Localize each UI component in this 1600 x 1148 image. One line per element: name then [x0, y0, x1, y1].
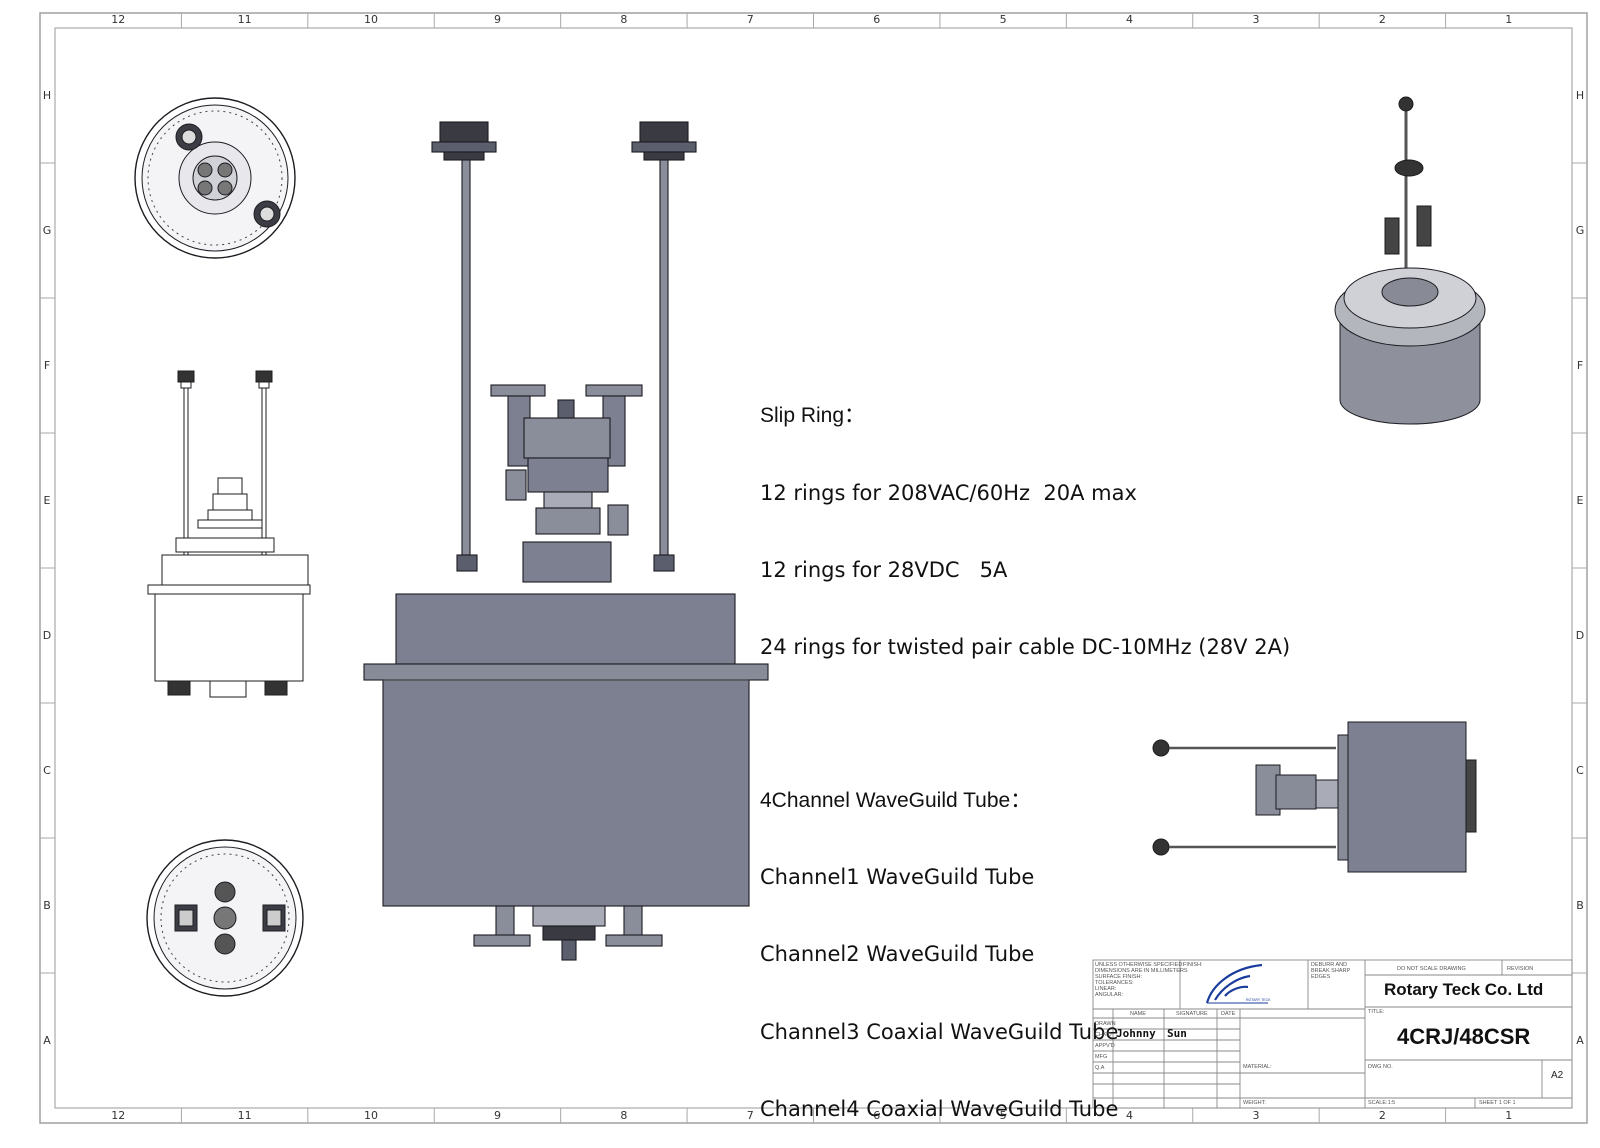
zone-row-label-left: G: [42, 223, 52, 237]
zone-row-label-left: B: [43, 898, 51, 912]
scale-note: DO NOT SCALE DRAWING: [1397, 966, 1466, 972]
side-view: [147, 370, 311, 698]
zone-column-label-top: 9: [493, 13, 501, 26]
zone-row-label-right: A: [1576, 1033, 1584, 1047]
zone-row-label-right: C: [1576, 763, 1584, 777]
zone-column-label-top: 10: [364, 13, 379, 26]
sheet-size: A2: [1551, 1070, 1564, 1081]
zone-row-label-left: C: [43, 763, 51, 777]
zone-row-label-right: E: [1576, 493, 1584, 507]
zone-column-label-bottom: 8: [620, 1109, 628, 1122]
bottom-view: [146, 839, 304, 997]
zone-column-label-top: 11: [237, 13, 252, 26]
zone-row-label-left: E: [43, 493, 51, 507]
scale-label: SCALE:1:5: [1368, 1100, 1396, 1106]
sheet-frame: [39, 12, 1588, 1124]
zone-column-label-top: 7: [746, 13, 754, 26]
waveguide-heading: 4Channel WaveGuild Tube：: [760, 789, 1032, 813]
zone-row-label-left: F: [43, 358, 51, 372]
spec-line: TOLERANCES:: [1095, 980, 1134, 986]
deburr-line: DEBURR AND: [1311, 962, 1348, 968]
col-signature: SIGNATURE: [1176, 1011, 1208, 1017]
zone-column-label-top: 2: [1378, 13, 1386, 26]
finish-label: FINISH:: [1183, 962, 1203, 968]
zone-column-label-bottom: 12: [111, 1109, 126, 1122]
zone-column-label-bottom: 7: [746, 1109, 754, 1122]
deburr-note: DEBURR AND BREAK SHARP EDGES: [1311, 962, 1350, 980]
zone-column-label-top: 5: [999, 13, 1007, 26]
zone-column-label-top: 8: [620, 13, 628, 26]
spec-line: UNLESS OTHERWISE SPECIFIED:: [1095, 962, 1184, 968]
zone-column-label-bottom: 5: [999, 1109, 1007, 1122]
zone-column-label-top: 1: [1505, 13, 1513, 26]
slip-ring-heading: Slip Ring：: [760, 404, 866, 428]
slip-ring-line: 24 rings for twisted pair cable DC-10MHz…: [760, 634, 1291, 659]
spec-notes: UNLESS OTHERWISE SPECIFIED: DIMENSIONS A…: [1095, 962, 1188, 998]
zone-column-label-bottom: 6: [873, 1109, 881, 1122]
zone-column-label-top: 4: [1126, 13, 1134, 26]
zone-row-label-left: H: [42, 88, 52, 102]
weight-label: WEIGHT:: [1243, 1100, 1266, 1106]
zone-row-label-right: F: [1576, 358, 1584, 372]
waveguide-line: Channel3 Coaxial WaveGuild Tube: [760, 1019, 1119, 1044]
row-qa: Q.A: [1095, 1065, 1105, 1071]
slip-ring-line: 12 rings for 28VDC 5A: [760, 557, 1008, 582]
checker-signature: Sun: [1167, 1027, 1187, 1040]
front-view: [363, 121, 769, 961]
spec-line: DIMENSIONS ARE IN MILLIMETERS: [1095, 968, 1188, 974]
title-block-grid: [1092, 959, 1573, 1109]
zone-row-label-right: B: [1576, 898, 1584, 912]
isometric-view: [1334, 96, 1486, 425]
deburr-line: BREAK SHARP: [1311, 968, 1351, 974]
zone-column-label-bottom: 9: [493, 1109, 501, 1122]
zone-column-label-top: 3: [1252, 13, 1260, 26]
spec-line: ANGULAR:: [1095, 992, 1124, 998]
row-mfg: MFG: [1095, 1054, 1108, 1060]
row-chkd: CHK'D: [1095, 1032, 1112, 1038]
top-view: [134, 97, 296, 259]
row-drawn: DRAWN: [1095, 1021, 1116, 1027]
row-appvd: APPV'D: [1095, 1043, 1115, 1049]
spec-line: LINEAR:: [1095, 986, 1117, 992]
revision-label: REVISION: [1507, 966, 1534, 972]
drawing-title: 4CRJ/48CSR: [1397, 1024, 1531, 1049]
spec-line: SURFACE FINISH:: [1095, 974, 1143, 980]
zone-column-label-bottom: 4: [1126, 1109, 1134, 1122]
waveguide-line: Channel2 WaveGuild Tube: [760, 942, 1035, 967]
col-date: DATE: [1221, 1011, 1236, 1017]
checker-name: Johnny: [1116, 1027, 1156, 1040]
zone-row-label-left: A: [43, 1033, 51, 1047]
deburr-line: EDGES: [1311, 974, 1331, 980]
waveguide-line: Channel4 Coaxial WaveGuild Tube: [760, 1096, 1119, 1121]
title-label: TITLE:: [1368, 1009, 1385, 1015]
zone-column-label-bottom: 2: [1378, 1109, 1386, 1122]
zone-column-label-bottom: 11: [237, 1109, 252, 1122]
company-logo: [1205, 963, 1268, 1004]
material-label: MATERIAL:: [1243, 1064, 1272, 1070]
slip-ring-line: 12 rings for 208VAC/60Hz 20A max: [760, 480, 1137, 505]
specification-notes: Slip Ring： 12 rings for 208VAC/60Hz 20A …: [760, 352, 1290, 1148]
zone-row-label-right: G: [1575, 223, 1585, 237]
zone-column-label-bottom: 1: [1505, 1109, 1513, 1122]
logo-text: ROTARY TECK: [1246, 998, 1271, 1002]
zone-column-label-top: 6: [873, 13, 881, 26]
zone-column-label-bottom: 3: [1252, 1109, 1260, 1122]
dwg-no-label: DWG NO.: [1368, 1064, 1393, 1070]
zone-row-label-right: H: [1575, 88, 1585, 102]
zone-row-label-right: D: [1575, 628, 1585, 642]
company-name: Rotary Teck Co. Ltd: [1384, 980, 1544, 999]
zone-column-label-bottom: 10: [364, 1109, 379, 1122]
waveguide-line: Channel1 WaveGuild Tube: [760, 865, 1035, 890]
zone-row-label-left: D: [42, 628, 52, 642]
side-view-horizontal: [1152, 721, 1477, 873]
col-name: NAME: [1130, 1011, 1146, 1017]
sheet-label: SHEET 1 OF 1: [1479, 1100, 1516, 1106]
zone-column-label-top: 12: [111, 13, 126, 26]
